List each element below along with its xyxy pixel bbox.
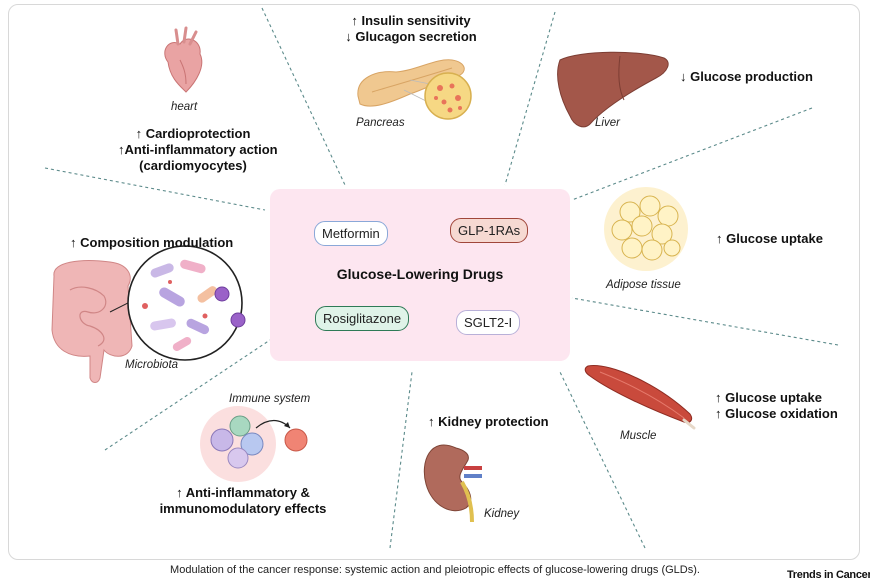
divider-heart-pancreas	[261, 7, 346, 186]
kidney-effects-label: ↑ Kidney protection	[428, 414, 549, 429]
figure-caption: Modulation of the cancer response: syste…	[170, 564, 700, 576]
divider-microbiota-heart	[44, 167, 266, 211]
liver-name: Liver	[595, 117, 620, 129]
divider-pancreas-liver	[504, 11, 556, 186]
muscle-icon	[584, 365, 696, 430]
immune-name: Immune system	[229, 393, 311, 405]
liver-effects-label: ↓ Glucose production	[680, 69, 813, 84]
pancreas-icon	[357, 59, 472, 120]
center-title: Glucose-Lowering Drugs	[336, 266, 504, 282]
adipose-name: Adipose tissue	[606, 279, 681, 291]
divider-lines	[44, 7, 839, 549]
microbiota-effects-label: ↑ Composition modulation	[70, 235, 234, 250]
pancreas-effects-label: ↑ Insulin sensitivity↓ Glucagon secretio…	[345, 13, 477, 44]
sglt2i-pill: SGLT2-I	[456, 310, 521, 335]
glucose-lowering-drugs-panel: Metformin GLP-1RAs Glucose-Lowering Drug…	[270, 189, 570, 361]
divider-adipose-muscle	[571, 297, 839, 346]
divider-muscle-kidney	[559, 371, 646, 549]
immune-cells-icon	[200, 406, 308, 482]
adipose-effects-label: ↑ Glucose uptake	[716, 231, 823, 246]
journal-brand: Trends in Cancer	[787, 569, 870, 581]
metformin-pill: Metformin	[314, 221, 388, 246]
rosiglitazone-pill: Rosiglitazone	[315, 306, 410, 331]
kidney-name: Kidney	[484, 508, 520, 520]
heart-icon	[164, 26, 203, 93]
immune-effects-label: ↑ Anti-inflammatory &immunomodulatory ef…	[159, 485, 327, 516]
liver-icon	[557, 51, 669, 128]
muscle-effects-label: ↑ Glucose uptake↑ Glucose oxidation	[715, 390, 838, 421]
kidney-icon	[423, 444, 482, 523]
pancreas-name: Pancreas	[356, 117, 405, 129]
intestine-icon	[51, 260, 133, 383]
divider-kidney-immune	[389, 371, 413, 549]
heart-name: heart	[171, 101, 198, 113]
glp1ras-pill: GLP-1RAs	[450, 218, 529, 243]
heart-effects-label: ↑ Cardioprotection↑Anti-inflammatory act…	[118, 126, 278, 173]
adipose-icon	[604, 187, 688, 271]
divider-liver-adipose	[571, 107, 813, 201]
microbiota-icon	[109, 245, 246, 361]
microbiota-name: Microbiota	[125, 359, 179, 371]
muscle-name: Muscle	[620, 430, 657, 442]
